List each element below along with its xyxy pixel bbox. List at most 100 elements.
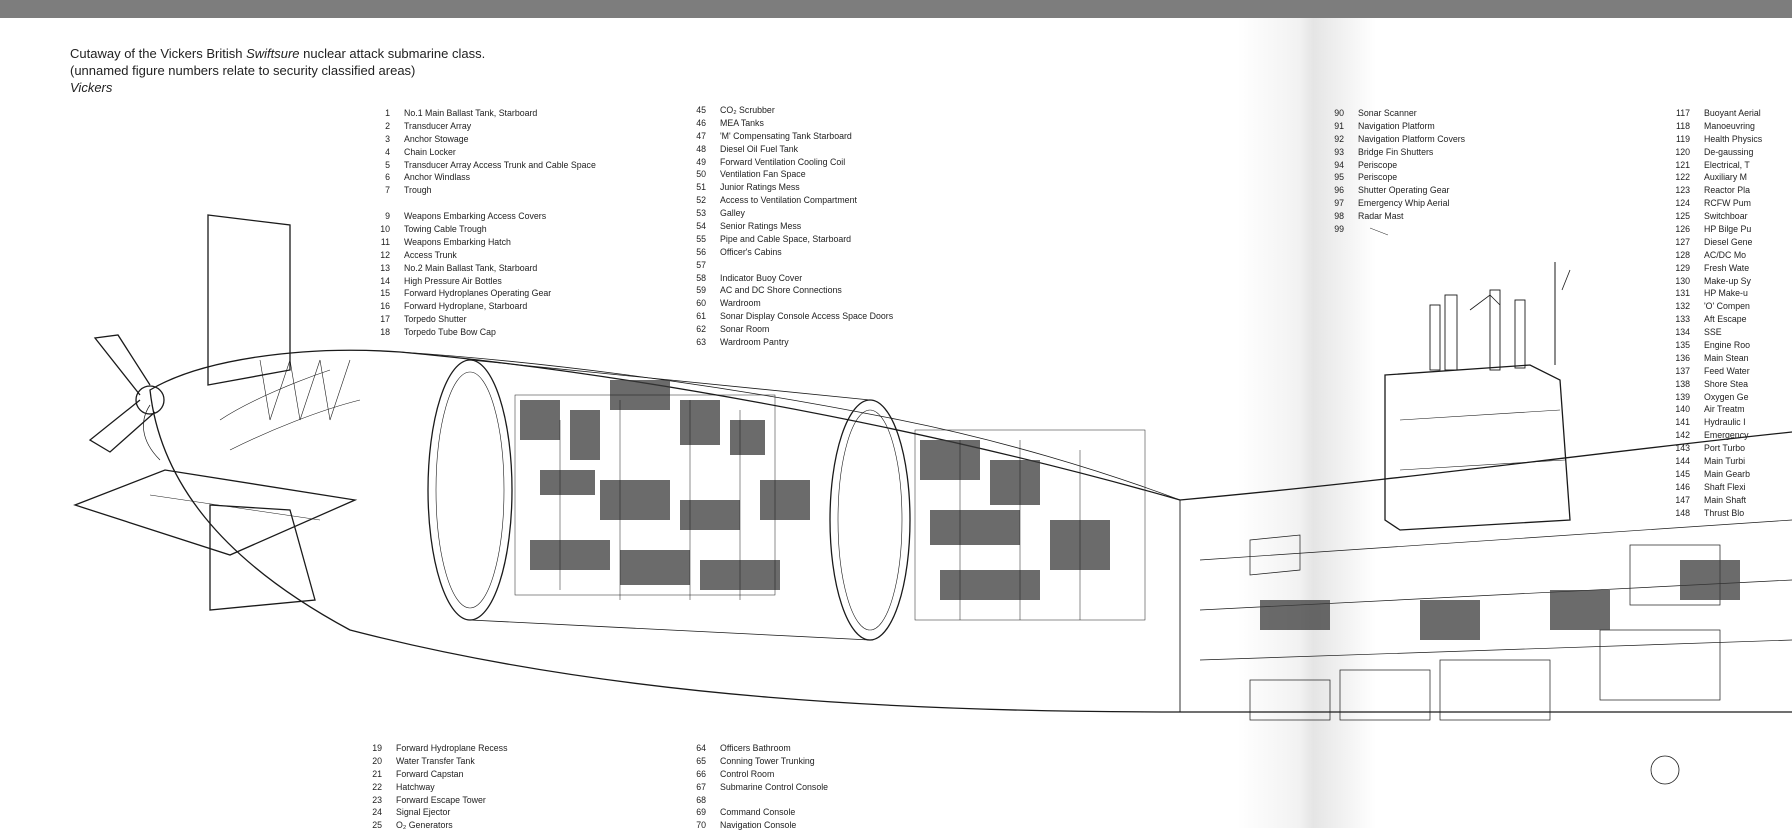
legend-number: 1: [385, 108, 390, 118]
caption-line-1: Cutaway of the Vickers British Swiftsure…: [70, 45, 485, 62]
legend-row: 45 CO₂ Scrubber: [682, 104, 893, 117]
legend-label: Forward Hydroplane Recess: [396, 743, 508, 753]
legend-row: 10 Towing Cable Trough: [366, 223, 596, 236]
legend-number: 51: [696, 182, 706, 193]
legend-label: Transducer Array Access Trunk and Cable …: [404, 159, 596, 170]
legend-label: RCFW Pum: [1704, 198, 1751, 209]
legend-number: 61: [696, 311, 706, 322]
legend-number: 46: [696, 117, 706, 128]
legend-number: 64: [696, 743, 706, 753]
legend-label: Command Console: [720, 807, 796, 818]
legend-number: 60: [696, 298, 706, 309]
caption-credit: Vickers: [70, 79, 485, 96]
legend-number: 14: [380, 275, 390, 286]
legend-number: 52: [696, 195, 706, 206]
legend-number: 143: [1675, 443, 1690, 454]
legend-number: 131: [1675, 288, 1690, 299]
legend-label: Feed Water: [1704, 365, 1750, 376]
legend-number: 23: [372, 794, 382, 805]
book-spine-shadow: [1236, 18, 1376, 828]
legend-label: Emergency Whip Aerial: [1358, 198, 1450, 209]
legend-number: [366, 197, 404, 210]
legend-number: 50: [696, 169, 706, 180]
legend-row: 139 Oxygen Ge: [1666, 391, 1792, 404]
legend-label: CO₂ Scrubber: [720, 105, 775, 115]
legend-label: HP Bilge Pu: [1704, 224, 1752, 235]
legend-label: Electrical, T: [1704, 159, 1750, 170]
legend-number: 66: [696, 768, 706, 779]
legend-label: Main Shaft: [1704, 494, 1747, 505]
legend-number: 2: [385, 120, 390, 131]
legend-number: 17: [380, 314, 390, 325]
legend-label: Weapons Embarking Hatch: [404, 236, 511, 247]
legend-number: 118: [1675, 120, 1690, 131]
legend-row: 17 Torpedo Shutter: [366, 313, 596, 326]
legend-label: No.1 Main Ballast Tank, Starboard: [404, 108, 538, 118]
legend-number: 139: [1675, 391, 1690, 402]
legend-number: 148: [1675, 507, 1690, 518]
legend-number: 70: [696, 820, 706, 831]
legend-label: Switchboar: [1704, 211, 1748, 222]
legend-number: 45: [696, 105, 706, 115]
legend-number: 20: [372, 755, 382, 766]
legend-row: 2 Transducer Array: [366, 120, 596, 133]
legend-number: 138: [1675, 378, 1690, 389]
legend-label: Torpedo Tube Bow Cap: [404, 327, 496, 338]
legend-number: 98: [1334, 211, 1344, 222]
legend-label: Weapons Embarking Access Covers: [404, 211, 547, 222]
legend-number: 132: [1675, 301, 1690, 312]
legend-number: 10: [380, 224, 390, 235]
legend-number: 122: [1675, 172, 1690, 183]
legend-label: Main Stean: [1704, 352, 1749, 363]
legend-number: 4: [385, 146, 390, 157]
legend-number: 129: [1675, 262, 1690, 273]
legend-number: 19: [372, 743, 382, 753]
legend-number: 93: [1334, 146, 1344, 157]
legend-label: Manoeuvring: [1704, 120, 1755, 131]
legend-label: Forward Ventilation Cooling Coil: [720, 156, 846, 167]
legend-number: 63: [696, 337, 706, 348]
legend-label: Sonar Scanner: [1358, 108, 1417, 118]
legend-row: 93 Bridge Fin Shutters: [1320, 146, 1465, 159]
legend-label: Transducer Array: [404, 120, 472, 131]
legend-label: Torpedo Shutter: [404, 314, 467, 325]
legend-label: Sonar Display Console Access Space Doors: [720, 311, 894, 322]
legend-label: Bridge Fin Shutters: [1358, 146, 1434, 157]
legend-number: 125: [1675, 211, 1690, 222]
legend-label: Anchor Stowage: [404, 133, 469, 144]
legend-label: Aft Escape: [1704, 314, 1747, 325]
legend-label: Towing Cable Trough: [404, 224, 487, 235]
legend-label: Hydraulic I: [1704, 417, 1746, 428]
legend-label: Oxygen Ge: [1704, 391, 1749, 402]
legend-number: 68: [696, 794, 706, 805]
legend-number: 127: [1675, 236, 1690, 247]
